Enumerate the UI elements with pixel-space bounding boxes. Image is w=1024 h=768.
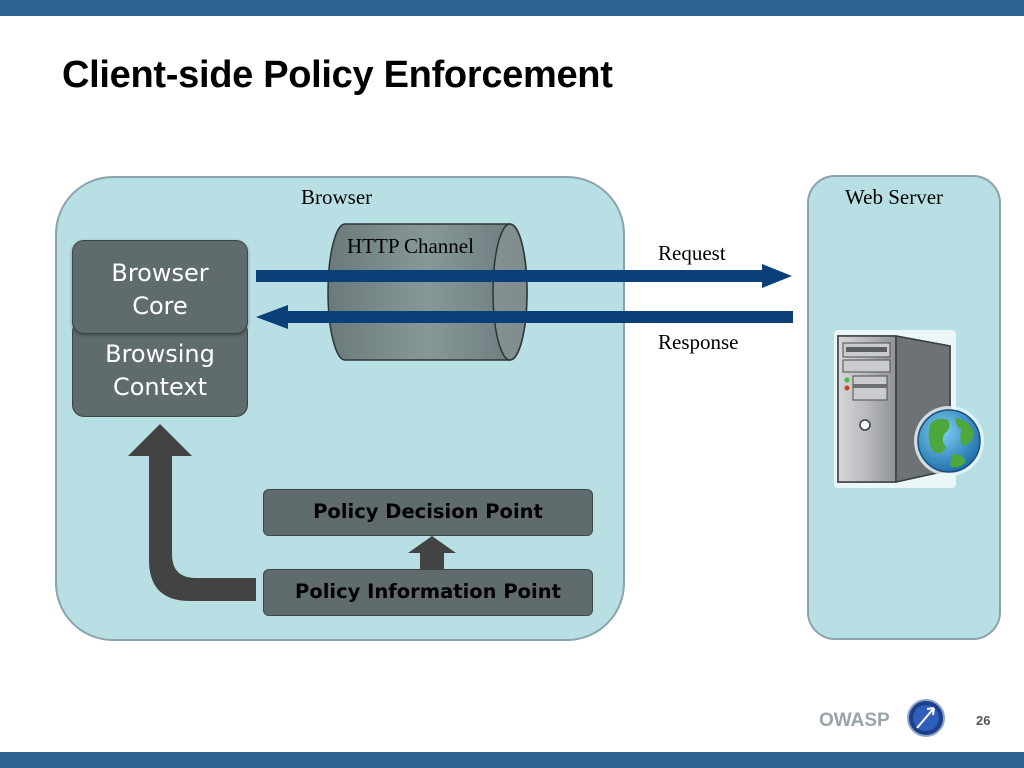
response-label: Response (658, 330, 739, 354)
browser-core-box: Browser Core (72, 240, 248, 334)
http-channel-label: HTTP Channel (347, 234, 474, 258)
request-arrow (256, 264, 792, 288)
http-channel-cylinder (327, 223, 528, 361)
information-up-arrow (408, 536, 456, 570)
request-label: Request (658, 241, 726, 265)
owasp-logo-text: OWASP (819, 710, 890, 731)
web-server-label: Web Server (845, 185, 944, 209)
browsing-context-box: Browsing Context (72, 320, 248, 417)
response-arrow (256, 305, 793, 329)
browsing-context-line1: Browsing (105, 340, 215, 368)
globe-icon (914, 406, 984, 476)
policy-information-point-box: Policy Information Point (263, 569, 593, 616)
page-number: 26 (976, 713, 991, 728)
enforcement-arrow (128, 424, 256, 601)
browser-core-line2: Core (132, 292, 188, 320)
bottom-band (0, 752, 1024, 768)
top-band (0, 0, 1024, 16)
browser-core-line1: Browser (111, 259, 209, 287)
policy-decision-point-box: Policy Decision Point (263, 489, 593, 536)
browser-label: Browser (301, 185, 373, 209)
slide-title: Client-side Policy Enforcement (62, 54, 613, 96)
browsing-context-line2: Context (112, 373, 208, 401)
